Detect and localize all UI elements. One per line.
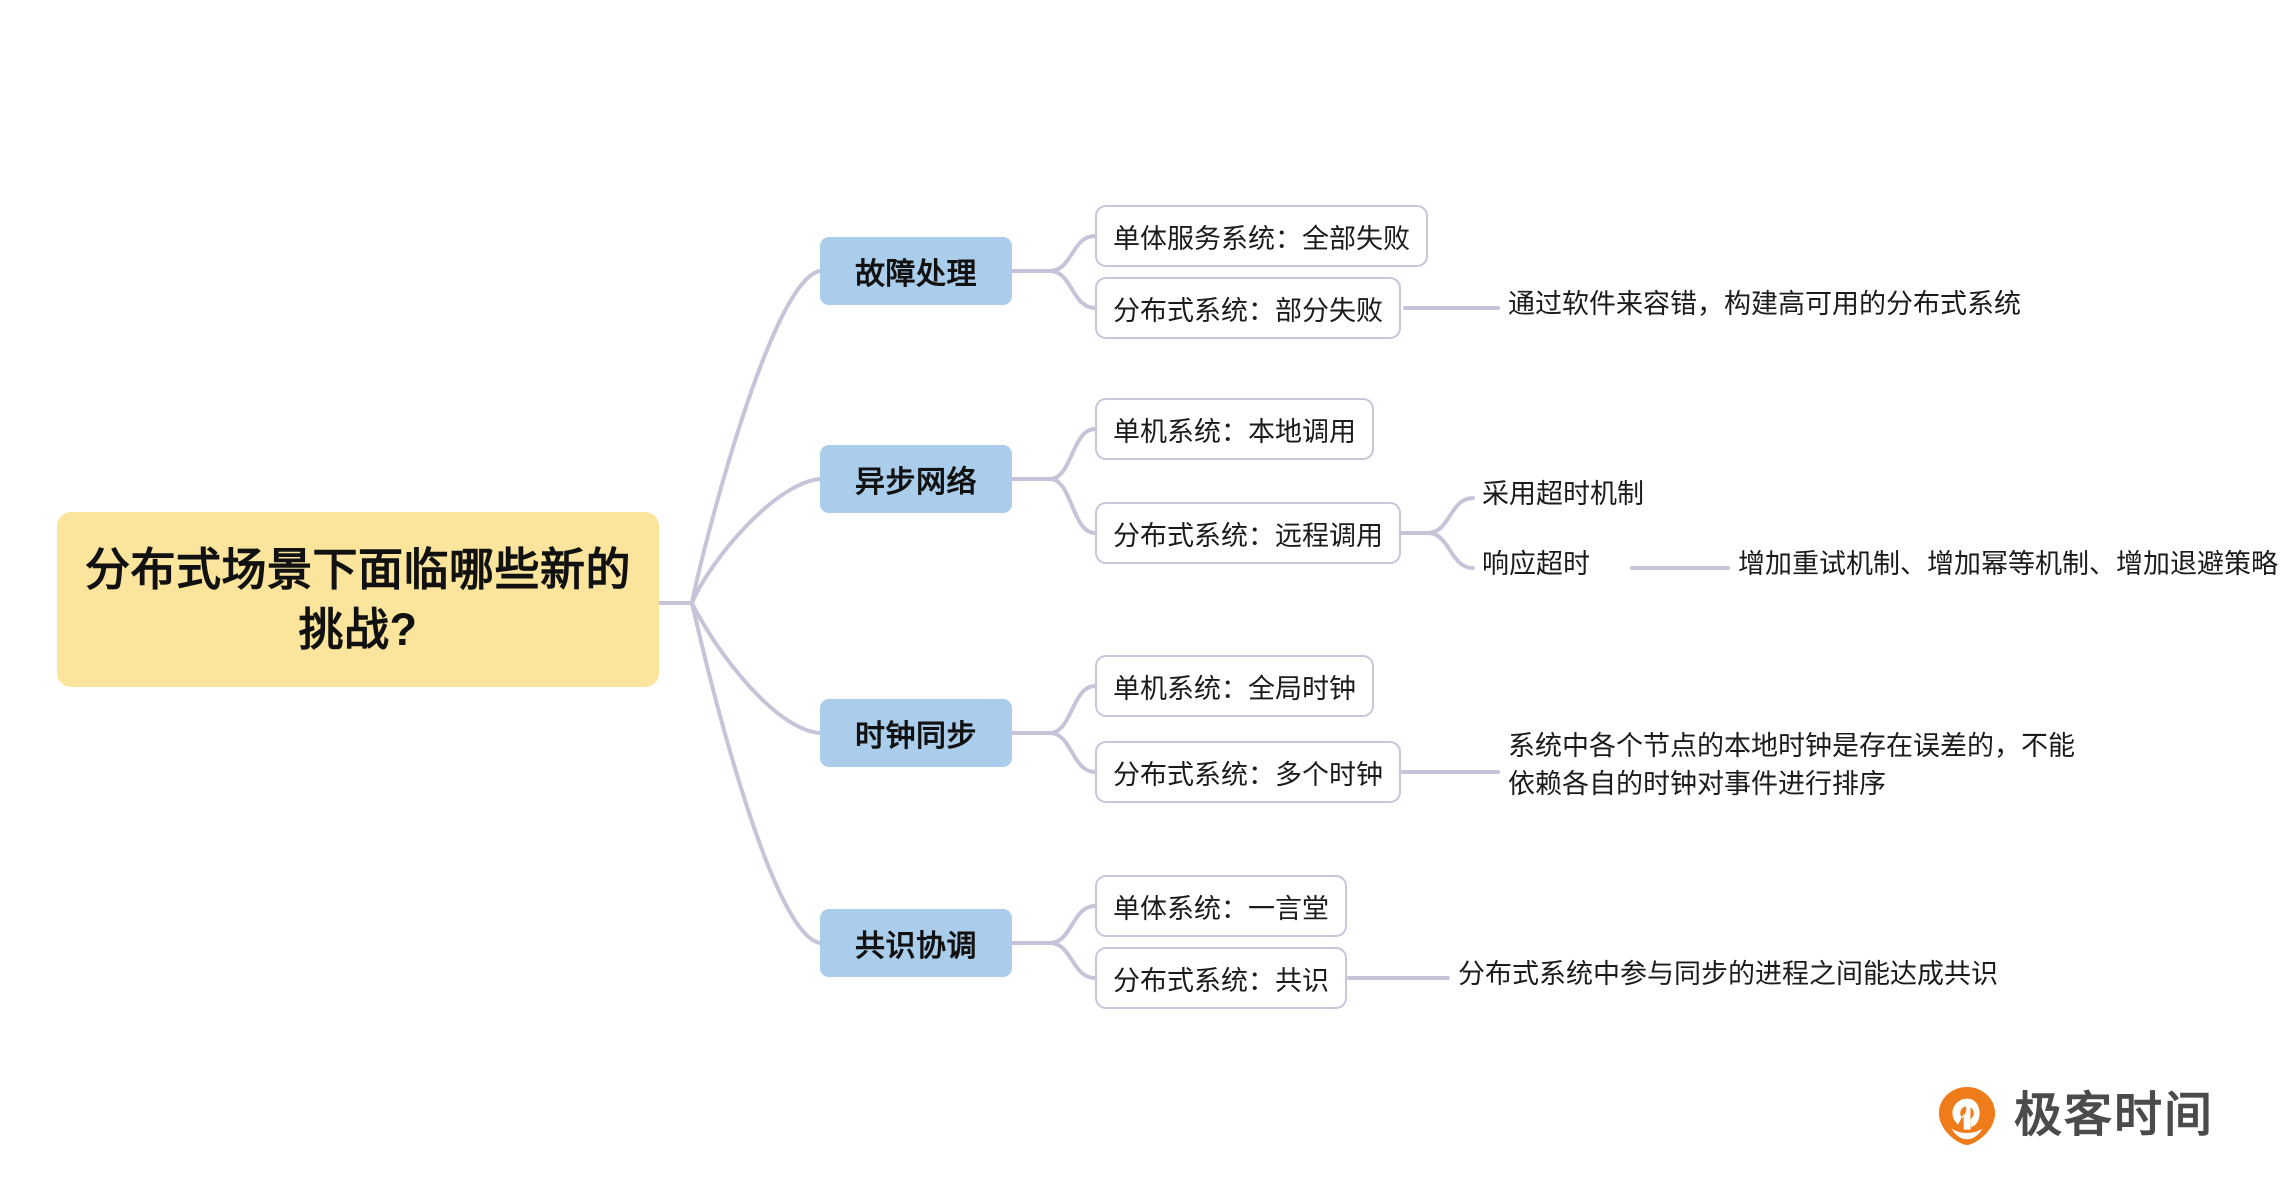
branch-node-consensus-coordination[interactable]: 共识协调 (820, 909, 1012, 977)
leaf-box-label: 分布式系统：共识 (1113, 965, 1329, 996)
branch-node-async-network[interactable]: 异步网络 (820, 445, 1012, 513)
branch-node-label: 异步网络 (855, 466, 977, 499)
text-node-timeout-mechanism[interactable]: 采用超时机制 (1482, 475, 1644, 513)
leaf-box-distributed-consensus[interactable]: 分布式系统：共识 (1095, 947, 1347, 1009)
leaf-box-distributed-partial-fail[interactable]: 分布式系统：部分失败 (1095, 277, 1401, 339)
leaf-box-monolith-one-voice[interactable]: 单体系统：一言堂 (1095, 875, 1347, 937)
leaf-box-single-machine-global-clock[interactable]: 单机系统：全局时钟 (1095, 655, 1374, 717)
leaf-box-label: 分布式系统：部分失败 (1113, 295, 1383, 326)
root-node-label: 分布式场景下面临哪些新的挑战? (84, 544, 631, 655)
text-node-retry-idempotent-backoff[interactable]: 增加重试机制、增加幂等机制、增加退避策略 (1738, 545, 2278, 583)
text-node-label: 增加重试机制、增加幂等机制、增加退避策略 (1738, 549, 2278, 579)
branch-node-label: 共识协调 (855, 930, 977, 963)
branch-node-label: 时钟同步 (855, 720, 977, 753)
leaf-box-label: 单机系统：本地调用 (1113, 416, 1356, 447)
root-node[interactable]: 分布式场景下面临哪些新的挑战? (57, 512, 659, 687)
text-node-label: 系统中各个节点的本地时钟是存在误差的，不能 依赖各自的时钟对事件进行排序 (1508, 731, 2075, 800)
text-node-label: 采用超时机制 (1482, 479, 1644, 509)
leaf-box-distributed-remote-call[interactable]: 分布式系统：远程调用 (1095, 502, 1401, 564)
leaf-box-label: 分布式系统：多个时钟 (1113, 759, 1383, 790)
text-node-label: 通过软件来容错，构建高可用的分布式系统 (1508, 289, 2021, 319)
text-node-label: 响应超时 (1482, 549, 1590, 579)
leaf-box-label: 分布式系统：远程调用 (1113, 520, 1383, 551)
text-node-fault-tolerance-note[interactable]: 通过软件来容错，构建高可用的分布式系统 (1508, 285, 2021, 323)
branch-node-label: 故障处理 (855, 258, 977, 291)
text-node-label: 分布式系统中参与同步的进程之间能达成共识 (1458, 959, 1998, 989)
leaf-box-label: 单体系统：一言堂 (1113, 893, 1329, 924)
geektime-logo-icon (1938, 1086, 1996, 1146)
brand-logo: 极客时间 (1936, 1085, 2214, 1147)
leaf-box-label: 单体服务系统：全部失败 (1113, 223, 1410, 254)
leaf-box-distributed-multi-clock[interactable]: 分布式系统：多个时钟 (1095, 741, 1401, 803)
brand-name: 极客时间 (2014, 1089, 2215, 1142)
text-node-response-timeout[interactable]: 响应超时 (1482, 545, 1590, 583)
text-node-clock-drift-note[interactable]: 系统中各个节点的本地时钟是存在误差的，不能 依赖各自的时钟对事件进行排序 (1508, 727, 2075, 804)
leaf-box-label: 单机系统：全局时钟 (1113, 673, 1356, 704)
leaf-box-single-machine-local-call[interactable]: 单机系统：本地调用 (1095, 398, 1374, 460)
text-node-consensus-note[interactable]: 分布式系统中参与同步的进程之间能达成共识 (1458, 955, 1998, 993)
leaf-box-monolith-all-fail[interactable]: 单体服务系统：全部失败 (1095, 205, 1428, 267)
branch-node-clock-sync[interactable]: 时钟同步 (820, 699, 1012, 767)
branch-node-fault-handling[interactable]: 故障处理 (820, 237, 1012, 305)
